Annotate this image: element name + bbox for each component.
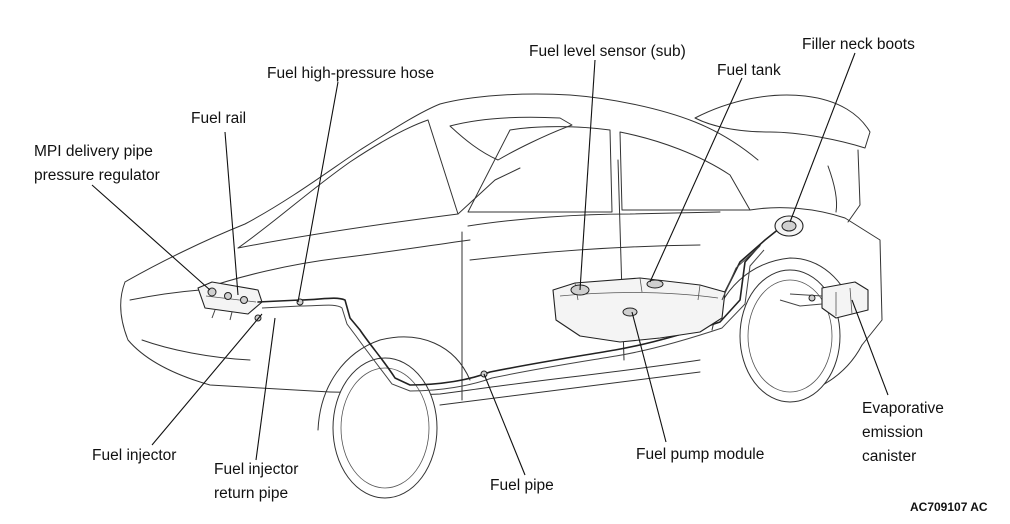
fuel-pump-module-label: Fuel pump module: [636, 446, 764, 463]
canister: [779, 281, 869, 319]
injector-return-pipe-label-line2: return pipe: [214, 485, 288, 502]
mpi-delivery-pipe-label-line1: MPI delivery pipe: [34, 143, 153, 160]
filler-neck-boots-label: Filler neck boots: [802, 36, 915, 53]
canister-label-line1: Evaporative: [862, 400, 944, 417]
canister-label-line2: emission: [862, 424, 923, 441]
fuel-tank: [552, 277, 726, 343]
fuel-level-sensor-label: Fuel level sensor (sub): [529, 43, 686, 60]
high-pressure-hose-label: Fuel high-pressure hose: [267, 65, 434, 82]
fuel-pipe-label: Fuel pipe: [490, 477, 554, 494]
fuel-tank-label: Fuel tank: [717, 62, 781, 79]
canister-label-line3: canister: [862, 448, 916, 465]
mpi-delivery-pipe-label-line2: pressure regulator: [34, 167, 160, 184]
fuel-pipe-lines: [257, 244, 765, 392]
fuel-rail-label: Fuel rail: [191, 110, 246, 127]
fuel-injector-label: Fuel injector: [92, 447, 176, 464]
rear-wheel: [711, 257, 853, 403]
injector-return-pipe-label-line1: Fuel injector: [214, 461, 298, 478]
front-wheel: [317, 336, 471, 499]
filler-neck: [721, 215, 804, 301]
fuel-rail-assembly: [197, 281, 263, 322]
leader-lines: [91, 52, 889, 476]
figure-code: AC709107 AC: [910, 500, 988, 514]
